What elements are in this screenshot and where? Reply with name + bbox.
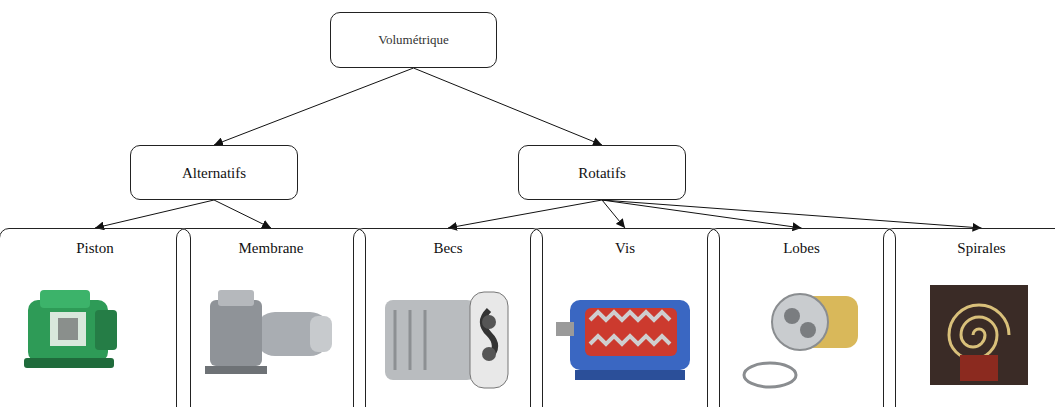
tree-arrow bbox=[602, 200, 625, 228]
category-panel: Piston bbox=[0, 228, 191, 407]
category-box: Rotatifs bbox=[518, 145, 686, 200]
node-label: Volumétrique bbox=[378, 32, 449, 48]
claw-compressor-picture bbox=[385, 292, 508, 388]
category-panel: Lobes bbox=[707, 228, 896, 407]
screw-compressor-picture bbox=[556, 300, 690, 380]
category-panel: Becs bbox=[353, 228, 543, 407]
category-panel: Membrane bbox=[176, 228, 366, 407]
node-label: Becs bbox=[354, 239, 542, 257]
category-box: Alternatifs bbox=[130, 145, 298, 200]
tree-arrow bbox=[214, 68, 414, 145]
category-box: Volumétrique bbox=[330, 12, 497, 68]
node-label: Membrane bbox=[177, 239, 365, 257]
tree-arrow bbox=[602, 200, 982, 228]
tree-arrow bbox=[414, 68, 603, 145]
tree-arrow bbox=[214, 200, 271, 228]
node-label: Lobes bbox=[708, 239, 895, 257]
scroll-compressor-picture bbox=[930, 285, 1028, 385]
node-label: Spirales bbox=[884, 239, 1055, 257]
node-label: Piston bbox=[0, 239, 190, 257]
piston-compressor-picture bbox=[24, 290, 117, 368]
node-label: Alternatifs bbox=[182, 164, 246, 182]
tree-arrow bbox=[95, 200, 214, 228]
lobe-pump-picture bbox=[744, 294, 858, 387]
tree-arrow bbox=[602, 200, 802, 228]
membrane-compressor-picture bbox=[205, 290, 332, 374]
node-label: Rotatifs bbox=[578, 164, 626, 182]
category-panel: Vis bbox=[530, 228, 720, 407]
tree-arrow bbox=[448, 200, 602, 228]
node-label: Vis bbox=[531, 239, 719, 257]
category-panel: Spirales bbox=[883, 228, 1055, 407]
